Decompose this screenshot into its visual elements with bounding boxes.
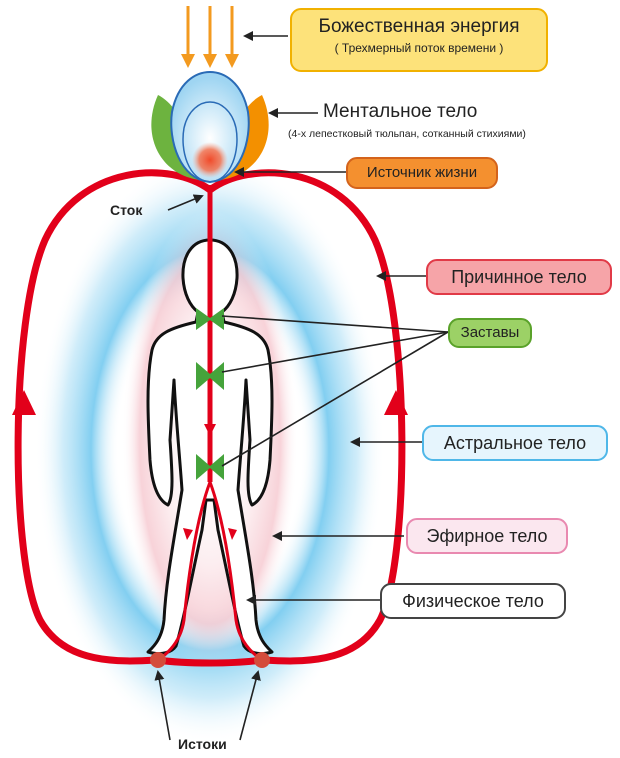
- causal-body-bottom: [157, 656, 263, 667]
- channel-arrow-1: [204, 424, 216, 436]
- astral-body-label: Астральное тело: [422, 425, 608, 461]
- leg-channel-left: [157, 481, 212, 662]
- gates-label: Заставы: [448, 318, 532, 348]
- divine-energy-subtitle: ( Трехмерный поток времени ): [334, 41, 504, 55]
- loop-arrow-right: [384, 390, 408, 415]
- physical-body-label: Физическое тело: [380, 583, 566, 619]
- channel-arrow-3: [228, 528, 237, 540]
- pointer-lines: [154, 31, 449, 741]
- channel-arrow-2: [183, 528, 193, 540]
- gate-belly: [196, 454, 224, 480]
- source-dot-right: [254, 652, 270, 668]
- gate-chest: [196, 362, 224, 390]
- causal-body-label: Причинное тело: [426, 259, 612, 295]
- gate-neck: [196, 308, 224, 330]
- source-dot-left: [150, 652, 166, 668]
- loop-arrow-left: [12, 390, 36, 415]
- life-source-label: Источник жизни: [346, 157, 498, 189]
- tulip-outer: [170, 70, 250, 184]
- divine-energy-title: Божественная энергия: [318, 16, 520, 37]
- sources-label: Истоки: [178, 736, 227, 752]
- mental-body-title: Ментальное тело: [323, 101, 478, 122]
- etheric-body-label: Эфирное тело: [406, 518, 568, 554]
- drain-label: Сток: [110, 202, 143, 218]
- mental-body-subtitle: (4-х лепестковый тюльпан, сотканный стих…: [288, 128, 526, 140]
- life-source-glow: [192, 142, 228, 178]
- leg-channel-right: [208, 481, 263, 662]
- divine-energy-label: Божественная энергия ( Трехмерный поток …: [290, 8, 548, 72]
- tulip-inner: [182, 101, 238, 183]
- divine-energy-arrows: [181, 6, 239, 68]
